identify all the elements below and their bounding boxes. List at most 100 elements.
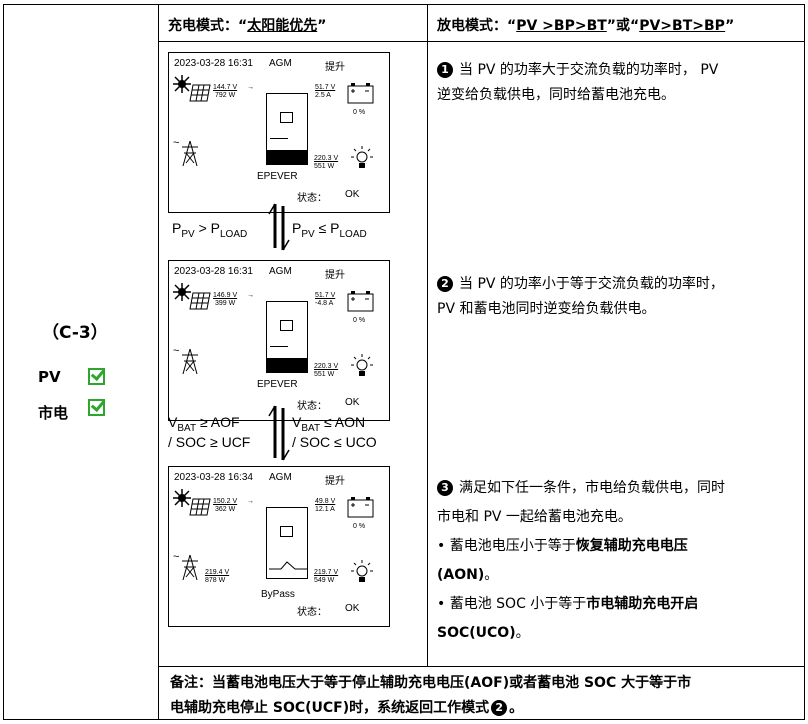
condition-pv-greater: PPV > PLOAD [172, 220, 248, 240]
ac-wave-icon: ~ [173, 551, 180, 563]
arrow-right-icon: → [247, 498, 254, 505]
battery-soc: 0 % [353, 317, 366, 324]
load-power: 551 W [314, 371, 335, 378]
sun-icon [173, 489, 191, 507]
screen-battery-type: AGM [269, 472, 292, 483]
discharge-mode-header: 放电模式：“PV >BP>BT”或“PV>BT>BP” [437, 18, 735, 34]
load-power: 549 W [314, 577, 335, 584]
load-voltage: 220.3 V [314, 155, 339, 162]
screen-brand: ByPass [261, 589, 295, 600]
solar-panel-icon [189, 292, 211, 310]
condition-bat-aof: VBAT ≥ AOF [168, 414, 240, 434]
number-badge: 2 [491, 700, 508, 716]
screen-datetime: 2023-03-28 16:31 [174, 58, 253, 69]
pv-voltage: 144.7 V [213, 84, 238, 91]
ac-wave-icon: ~ [173, 137, 180, 149]
light-bulb-icon [351, 146, 373, 168]
arrow-right-icon: → [247, 84, 254, 91]
pv-power: 792 W [215, 92, 236, 99]
pv-voltage: 146.9 V [213, 292, 238, 299]
sun-icon [173, 283, 191, 301]
table-footer-divider [158, 666, 805, 667]
inverter-display-icon [280, 112, 293, 123]
pv-power: 399 W [215, 300, 236, 307]
inverter-screen: 2023-03-28 16:34 AGM 提升 150.2 V → 362 W … [168, 466, 390, 627]
screen-status-label: 状态： [297, 607, 327, 618]
screen-brand: EPEVER [257, 379, 298, 390]
inverter-display-icon [280, 526, 293, 537]
screen-status-value: OK [345, 189, 360, 200]
pv-checkbox-icon [88, 368, 105, 385]
grid-checkbox-icon [88, 399, 105, 416]
grid-label: 市电 [38, 404, 69, 422]
battery-icon [347, 291, 374, 312]
battery-voltage: 51.7 V [315, 292, 336, 299]
battery-voltage: 51.7 V [315, 84, 336, 91]
ac-wave-icon: ~ [173, 345, 180, 357]
battery-voltage: 49.8 V [315, 498, 336, 505]
power-tower-icon [182, 140, 198, 167]
grid-voltage: 219.4 V [205, 569, 230, 576]
battery-icon [347, 83, 374, 104]
battery-current: 2.5 A [315, 92, 331, 99]
inverter-screen: 2023-03-28 16:31 AGM 提升 144.7 V → 792 W … [168, 52, 390, 213]
arrow-right-icon: → [247, 292, 254, 299]
power-tower-icon [182, 348, 198, 375]
screen-status-value: OK [345, 603, 360, 614]
inverter-bar [267, 358, 307, 372]
load-voltage: 220.3 V [314, 363, 339, 370]
battery-icon [347, 497, 374, 518]
bypass-line-icon [269, 561, 307, 570]
transition-arrows-icon [268, 405, 290, 461]
condition-pv-less-equal: PPV ≤ PLOAD [292, 220, 367, 240]
condition-soc-ucf: / SOC ≥ UCF [168, 434, 251, 450]
battery-soc: 0 % [353, 109, 366, 116]
screen-stage: 提升 [325, 62, 345, 73]
solar-panel-icon [189, 498, 211, 516]
screen-status-label: 状态： [297, 401, 327, 412]
inverter-bar [267, 150, 307, 164]
pv-power: 362 W [215, 506, 236, 513]
solar-panel-icon [189, 84, 211, 102]
condition-soc-uco: / SOC ≤ UCO [292, 434, 377, 450]
screen-stage: 提升 [325, 270, 345, 281]
pv-voltage: 150.2 V [213, 498, 238, 505]
screen-status-value: OK [345, 397, 360, 408]
light-bulb-icon [351, 560, 373, 582]
inverter-line [270, 138, 288, 139]
light-bulb-icon [351, 354, 373, 376]
table-divider-left [158, 4, 159, 720]
battery-current: -4.8 A [315, 300, 334, 307]
mode-table [3, 4, 805, 720]
charge-mode-header: 充电模式：“太阳能优先” [168, 18, 327, 34]
table-header-divider [158, 41, 805, 42]
pv-label: PV [38, 368, 61, 386]
inverter-box [266, 301, 308, 373]
screen-battery-type: AGM [269, 58, 292, 69]
inverter-line [270, 346, 288, 347]
battery-soc: 0 % [353, 523, 366, 530]
screen-status-label: 状态： [297, 193, 327, 204]
screen-datetime: 2023-03-28 16:31 [174, 266, 253, 277]
inverter-display-icon [280, 320, 293, 331]
number-badge: 2 [437, 276, 453, 292]
power-tower-icon [182, 554, 198, 581]
table-divider-middle [427, 4, 428, 666]
load-voltage: 219.7 V [314, 569, 339, 576]
load-power: 551 W [314, 163, 335, 170]
inverter-box [266, 93, 308, 165]
screen-brand: EPEVER [257, 171, 298, 182]
number-badge: 3 [437, 480, 453, 496]
screen-battery-type: AGM [269, 266, 292, 277]
sun-icon [173, 75, 191, 93]
grid-power: 878 W [205, 577, 226, 584]
footer-note-line1: 备注：当蓄电池电压大于等于停止辅助充电电压(AOF)或者蓄电池 SOC 大于等于… [170, 675, 692, 691]
screen-stage: 提升 [325, 476, 345, 487]
condition-bat-aon: VBAT ≤ AON [292, 414, 366, 434]
screen-datetime: 2023-03-28 16:34 [174, 472, 253, 483]
inverter-screen: 2023-03-28 16:31 AGM 提升 146.9 V → 399 W … [168, 260, 390, 421]
